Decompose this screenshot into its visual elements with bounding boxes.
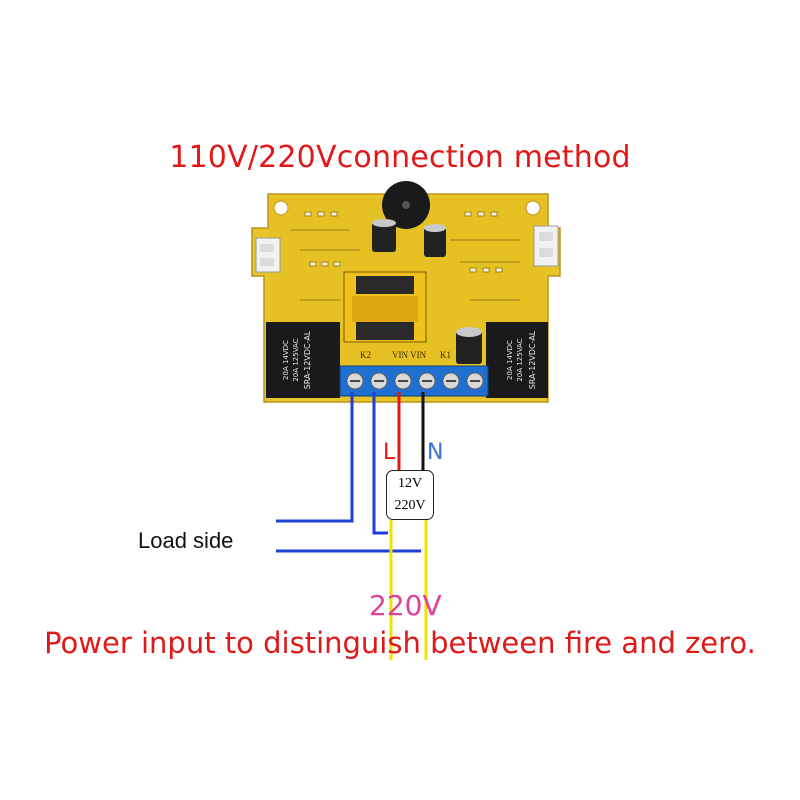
relay-left: SRA-12VDC-AL 20A 125VAC 20A 14VDC [266, 322, 340, 398]
buzzer [382, 181, 430, 229]
terminal-block [339, 365, 489, 397]
diagram-title: 110V/220Vconnection method [169, 140, 631, 175]
relay-left-text: 20A 14VDC [282, 340, 290, 380]
power-module-line1: 12V [397, 476, 423, 491]
power-module-box: 12V 220V [386, 470, 434, 520]
capacitor-left [372, 219, 396, 252]
relay-right-text: SRA-12VDC-AL [528, 330, 537, 389]
terminal-label-k1: K1 [440, 350, 451, 360]
load-side-label: Load side [138, 528, 234, 553]
mains-voltage-label: 220V [369, 589, 442, 622]
relay-left-text: 20A 125VAC [292, 338, 300, 381]
relay-right-text: 20A 125VAC [516, 338, 524, 381]
mains-input-wires [397, 392, 425, 472]
relay-right-text: 20A 14VDC [506, 340, 514, 380]
terminal-label-vin: VIN VIN [392, 350, 427, 360]
footer-caption: Power input to distinguish between fire … [44, 626, 756, 660]
live-label: L [383, 440, 396, 465]
terminal-label-k2: K2 [360, 350, 371, 360]
power-module-line2: 220V [394, 498, 426, 513]
supply-wires-220v [389, 520, 428, 660]
neutral-label: N [427, 440, 444, 465]
transformer [343, 271, 427, 343]
left-jst-connector [255, 237, 281, 273]
load-wires [276, 392, 421, 553]
capacitor-middle [424, 224, 446, 257]
relay-left-text: SRA-12VDC-AL [303, 330, 312, 389]
right-jst-connector [533, 225, 559, 267]
capacitor-right [456, 327, 482, 364]
relay-right: 20A 14VDC 20A 125VAC SRA-12VDC-AL [486, 322, 548, 398]
